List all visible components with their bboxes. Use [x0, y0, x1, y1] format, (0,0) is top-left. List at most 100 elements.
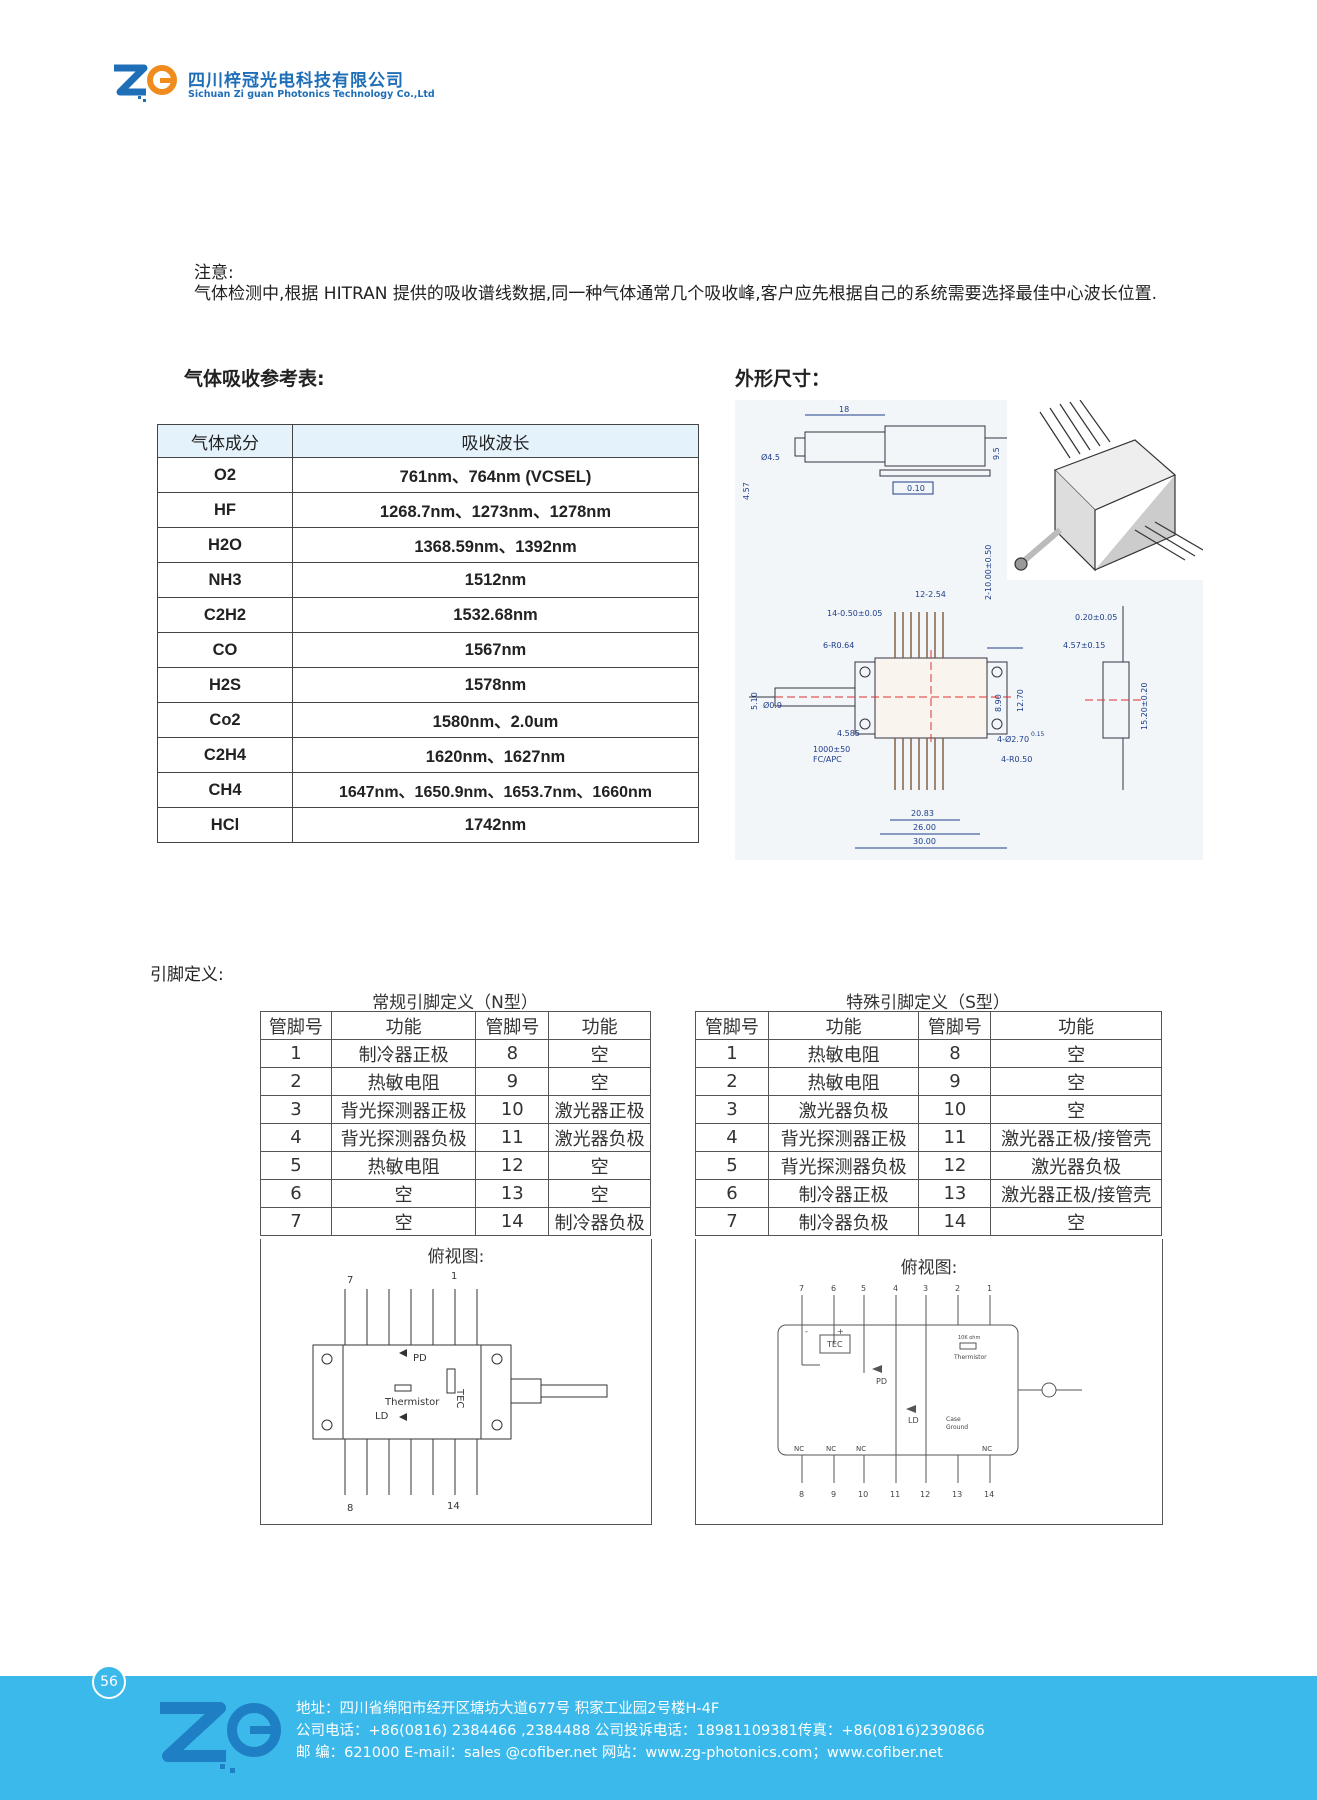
gas-name: CH4: [157, 772, 293, 808]
pin-number: 3: [695, 1095, 769, 1124]
gas-wavelength: 1647nm、1650.9nm、1653.7nm、1660nm: [292, 772, 699, 808]
pin-number: 6: [695, 1179, 769, 1208]
dim-label: 0.15: [1031, 731, 1045, 738]
pin-label: 12: [920, 1490, 930, 1499]
dim-label: 14-0.50±0.05: [827, 609, 882, 618]
footer-address: 地址：四川省绵阳市经开区塘坊大道677号 积家工业园2号楼H-4F: [296, 1701, 720, 1717]
pin-function: 激光器负极: [548, 1123, 651, 1152]
table-header-row: 气体成分 吸收波长: [157, 424, 699, 458]
pin-label: 5: [861, 1284, 866, 1293]
pin-function: 空: [330, 1179, 477, 1208]
dim-label: 4-R0.50: [1001, 755, 1032, 764]
gas-name: NH3: [157, 562, 293, 598]
diagram-label: TEC: [454, 1388, 465, 1408]
diagram-label: LD: [908, 1416, 919, 1425]
pin-number: 10: [918, 1095, 992, 1124]
pin-label: 7: [347, 1275, 353, 1286]
gas-name: HCl: [157, 807, 293, 843]
footer-contact: 邮 编：621000 E-mail：sales @cofiber.net 网站：…: [296, 1745, 943, 1761]
pin-function: 激光器正极/接管壳: [990, 1123, 1162, 1152]
pin-number: 1: [260, 1039, 332, 1068]
gas-name: O2: [157, 457, 293, 493]
column-header: 功能: [548, 1011, 651, 1040]
pin-function: 制冷器正极: [330, 1039, 477, 1068]
pin-function: 空: [548, 1067, 651, 1096]
pin-label: 14: [984, 1490, 994, 1499]
pin-function: 制冷器正极: [767, 1179, 920, 1208]
nc-label: NC: [826, 1445, 836, 1453]
dim-label: 4.57: [742, 482, 751, 500]
pin-number: 5: [260, 1151, 332, 1180]
column-header: 功能: [990, 1011, 1162, 1040]
pin-function: 背光探测器负极: [767, 1151, 920, 1180]
pin-label: 2: [955, 1284, 960, 1293]
pin-function: 热敏电阻: [767, 1039, 920, 1068]
gas-table-title: 气体吸收参考表:: [184, 368, 325, 390]
dim-label: 4.57±0.15: [1063, 641, 1105, 650]
pin-number: 13: [918, 1179, 992, 1208]
pin-number: 7: [260, 1207, 332, 1236]
n-type-top-view: 俯视图: 7 1 8 14 PD TEC Thermisto: [260, 1239, 652, 1525]
dim-label: 0.10: [907, 484, 925, 493]
gas-wavelength: 1742nm: [292, 807, 699, 843]
gas-wavelength: 1268.7nm、1273nm、1278nm: [292, 492, 699, 528]
dim-label: 4.585: [837, 729, 860, 738]
pin-number: 1: [695, 1039, 769, 1068]
pin-label: 9: [831, 1490, 836, 1499]
column-header: 管脚号: [260, 1011, 332, 1040]
pin-function: 制冷器负极: [767, 1207, 920, 1236]
dim-label: 18: [839, 405, 849, 414]
page-footer: 地址：四川省绵阳市经开区塘坊大道677号 积家工业园2号楼H-4F 公司电话：+…: [0, 1676, 1317, 1800]
dim-label: 5.10: [750, 692, 759, 710]
diagram-label: TEC: [826, 1340, 843, 1349]
diagram-label: Ground: [946, 1424, 968, 1431]
pin-function: 空: [990, 1095, 1162, 1124]
diagram-label: Case: [946, 1416, 961, 1423]
nc-label: NC: [856, 1445, 866, 1453]
pin-label: 6: [831, 1284, 836, 1293]
footer-phone: 公司电话：+86(0816) 2384466 ,2384488 公司投诉电话：1…: [296, 1723, 985, 1739]
dim-label: 0.20±0.05: [1075, 613, 1117, 622]
footer-logo: [160, 1702, 281, 1773]
diagram-label: +: [837, 1327, 844, 1336]
note-title: 注意:: [194, 263, 234, 283]
pin-label: 10: [858, 1490, 868, 1499]
diagram-label: PD: [876, 1377, 887, 1386]
pin-label: 8: [799, 1490, 804, 1499]
pin-number: 2: [260, 1067, 332, 1096]
pin-number: 4: [260, 1123, 332, 1152]
dim-label: 6-R0.64: [823, 641, 854, 650]
pin-number: 12: [918, 1151, 992, 1180]
column-header: 气体成分: [157, 424, 293, 458]
dim-label: 26.00: [913, 823, 936, 832]
pin-function: 空: [990, 1207, 1162, 1236]
s-type-top-view: 俯视图: 7 6 5 4 3: [695, 1239, 1163, 1525]
gas-name: C2H4: [157, 737, 293, 773]
pin-number: 8: [475, 1039, 550, 1068]
pin-number: 4: [695, 1123, 769, 1152]
dim-label: 20.83: [911, 809, 934, 818]
dim-label: 12-2.54: [915, 590, 946, 599]
page-number: 56: [92, 1665, 126, 1699]
gas-wavelength: 1580nm、2.0um: [292, 702, 699, 738]
pin-function: 制冷器负极: [548, 1207, 651, 1236]
diagram-label: LD: [375, 1411, 389, 1422]
pin-function: 空: [548, 1179, 651, 1208]
company-name-en: Sichuan Zi guan Photonics Technology Co.…: [188, 89, 435, 100]
pin-function: 激光器正极: [548, 1095, 651, 1124]
